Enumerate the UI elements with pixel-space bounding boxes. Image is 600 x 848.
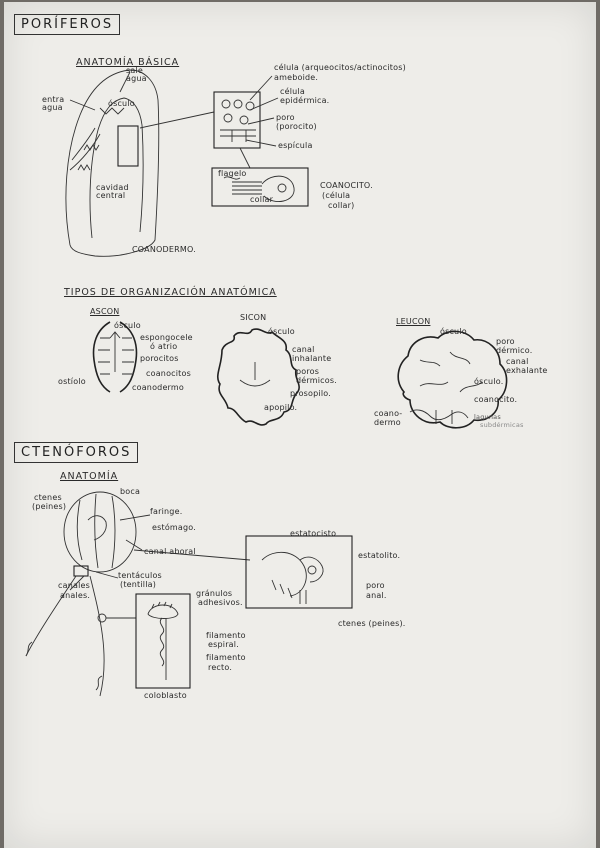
leucon-label-coanodermo-2: dermo (374, 418, 401, 427)
label-poro-anal-1: poro (366, 581, 385, 590)
sicon-label-poros-2: dérmicos. (296, 376, 337, 385)
leucon-label-poro-2: dérmico. (496, 346, 533, 355)
notebook-page (4, 2, 596, 848)
label-boca: boca (120, 487, 141, 496)
label-celula-ameboide-1: célula (arqueocitos/actinocitos) (274, 63, 406, 72)
leucon-label-osculo: ósculo (440, 327, 467, 336)
leucon-title: LEUCON (396, 317, 431, 326)
sicon-title: SICON (240, 313, 267, 322)
label-tentaculos-1: tentáculos (118, 571, 162, 580)
ctenophore-body-drawing (25, 491, 137, 697)
ascon-label-porocitos: porocitos (140, 354, 179, 363)
label-sale-agua: sale agua (126, 66, 147, 84)
label-granulos-1: gránulos (196, 589, 233, 598)
label-ctenes-2: (peines) (32, 502, 67, 511)
label-collar: collar (250, 195, 274, 204)
label-ctenes-peines: ctenes (peines). (338, 619, 406, 628)
ascon-label-espongocele-2: ó atrio (150, 342, 178, 351)
label-canales-1: canales (58, 581, 90, 590)
label-coanodermo: COANODERMO. (132, 245, 196, 254)
ascon-label-coanocitos: coanocitos (146, 369, 191, 378)
sicon-label-prosopilo: prosopilo. (290, 389, 331, 398)
label-poro-1: poro (276, 113, 295, 122)
label-filamento-espiral-1: filamento (206, 631, 246, 640)
label-estatocisto: estatocisto (290, 529, 337, 538)
heading-tipos-organizacion: TIPOS DE ORGANIZACIÓN ANATÓMICA (64, 287, 277, 298)
label-ctenes-1: ctenes (34, 493, 62, 502)
label-entra-agua: entra agua (42, 95, 65, 113)
detail-box-coloblast (135, 593, 191, 689)
label-celula-ameboide-2: ameboide. (274, 73, 319, 82)
section-title-poriferos: PORÍFEROS (14, 14, 121, 35)
ascon-label-ostiolo: ostíolo (58, 377, 86, 386)
sicon-label-canal-2: inhalante (292, 354, 332, 363)
leucon-label-coanocito: coanocito. (474, 395, 518, 404)
sicon-label-poros-1: poros (296, 367, 320, 376)
label-celula-epidermica-1: célula (280, 87, 305, 96)
detail-box-choanocyte (211, 167, 309, 207)
sicon-drawing (216, 328, 300, 426)
sicon-label-osculo: ósculo (268, 327, 295, 336)
label-estomago: estómago. (152, 523, 196, 532)
leucon-label-canal-2: exhalante (506, 366, 548, 375)
label-osculo: ósculo (108, 99, 135, 108)
leucon-label-lagunas-1: lagunas (474, 413, 501, 421)
ascon-title: ASCON (90, 307, 120, 316)
leucon-label-coanodermo-1: coano- (374, 409, 403, 418)
label-estatolito: estatolito. (358, 551, 401, 560)
label-poro-anal-2: anal. (366, 591, 387, 600)
label-canales-2: anales. (60, 591, 91, 600)
label-coanocito-1: COANOCITO. (320, 181, 373, 190)
label-coanocito-2: (célula (322, 191, 351, 200)
label-filamento-recto-2: recto. (208, 663, 233, 672)
label-coanocito-3: collar) (328, 201, 355, 210)
label-espicula: espícula (278, 141, 313, 150)
label-filamento-espiral-2: espiral. (208, 640, 239, 649)
label-granulos-2: adhesivos. (198, 598, 243, 607)
label-tentaculos-2: (tentilla) (120, 580, 157, 589)
label-poro-2: (porocito) (276, 122, 317, 131)
detail-box-cells (213, 91, 261, 149)
ascon-label-espongocele-1: espongocele (140, 333, 193, 342)
leucon-label-canal-1: canal (506, 357, 529, 366)
heading-anatomia: ANATOMÍA (60, 471, 119, 482)
ascon-drawing (92, 321, 138, 393)
label-cavidad-central: cavidad central (96, 183, 129, 201)
leucon-label-osculo-2: ósculo. (474, 377, 504, 386)
sicon-label-apopilo: apopilo. (264, 403, 298, 412)
label-coloblasto: coloblasto (144, 691, 187, 700)
sponge-body-drawing (65, 69, 160, 257)
leucon-label-lagunas-2: subdérmicas (480, 421, 524, 429)
ascon-label-osculo: ósculo (114, 321, 141, 330)
detail-box-statocyst (245, 535, 353, 609)
label-canal-aboral: canal aboral (144, 547, 196, 556)
label-filamento-recto-1: filamento (206, 653, 246, 662)
leucon-label-poro-1: poro (496, 337, 515, 346)
sicon-label-canal-1: canal (292, 345, 315, 354)
heading-anatomia-basica: ANATOMÍA BÁSICA (76, 57, 180, 68)
section-title-ctenoforos: CTENÓFOROS (14, 442, 139, 463)
ascon-label-coanodermo: coanodermo (132, 383, 184, 392)
leucon-drawing (397, 330, 508, 429)
label-flagelo: flagelo (218, 169, 247, 178)
label-celula-epidermica-2: epidérmica. (280, 96, 330, 105)
label-faringe: faringe. (150, 507, 183, 516)
